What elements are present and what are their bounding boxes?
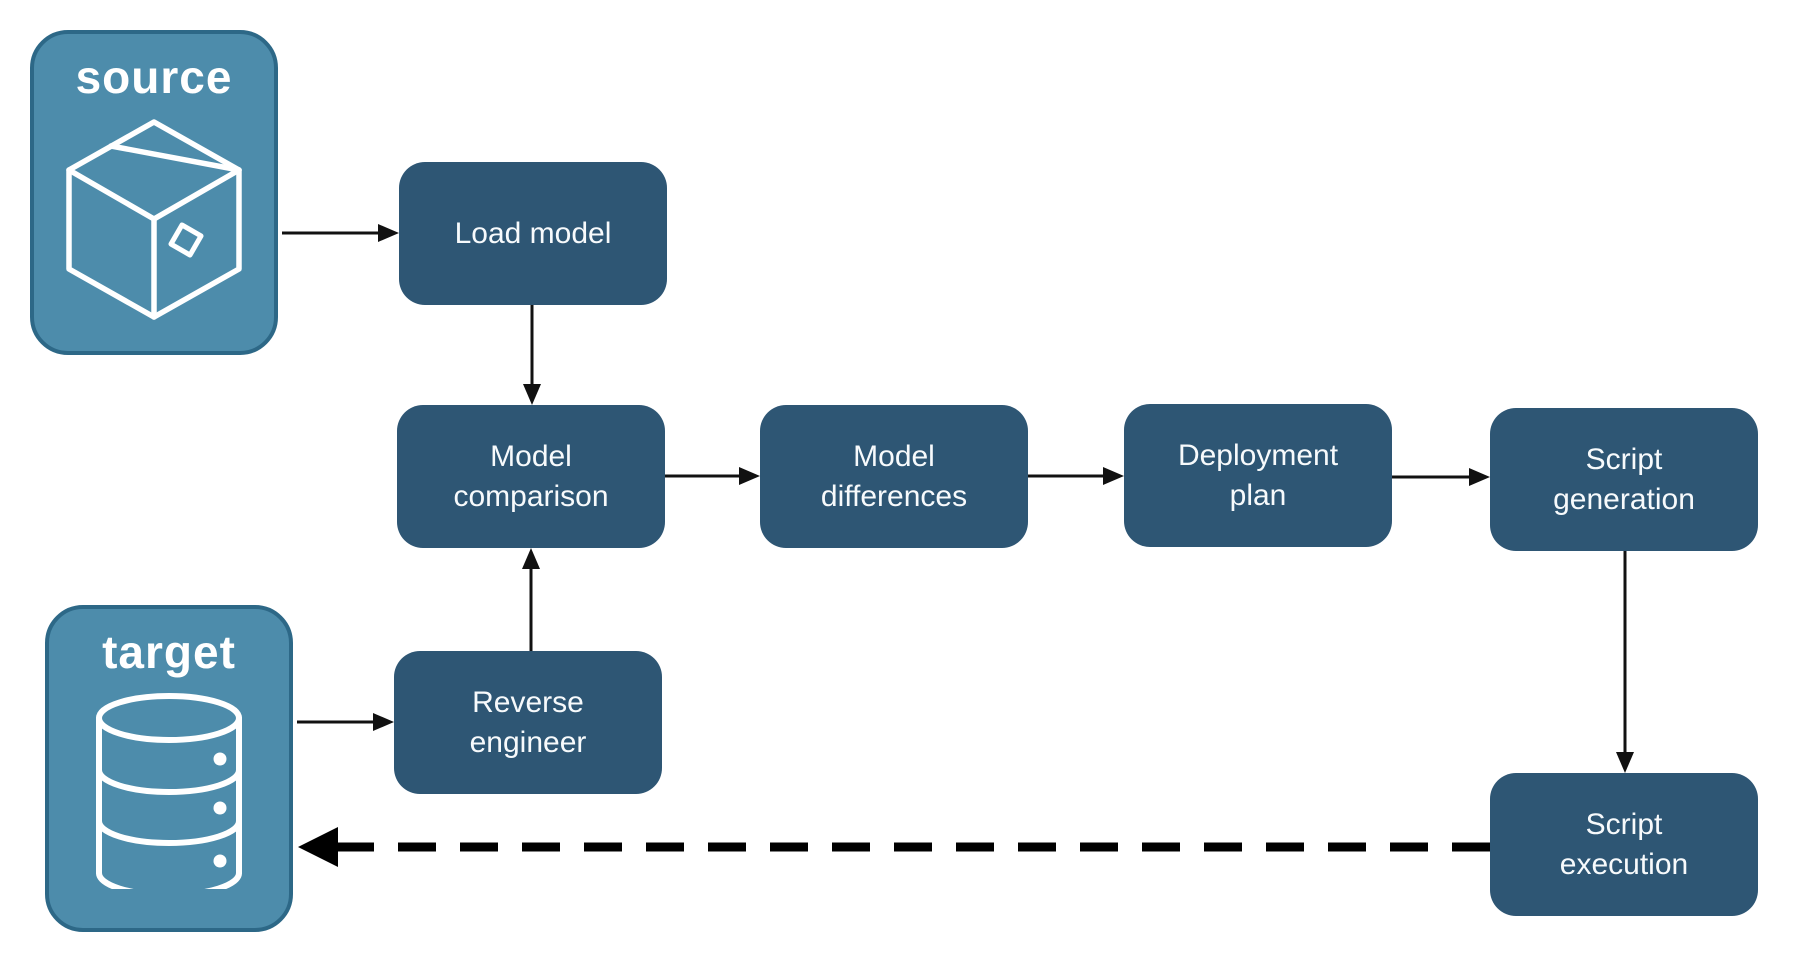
node-deployment-plan: Deployment plan — [1124, 404, 1392, 547]
arrow-model-comparison-to-model-differences — [665, 467, 760, 485]
arrow-script-execution-to-target-dashed — [298, 827, 1490, 867]
node-model-differences: Model differences — [760, 405, 1028, 548]
node-label: Deployment plan — [1177, 438, 1339, 512]
node-script-execution: Script execution — [1490, 773, 1758, 916]
target-label: target — [102, 626, 236, 678]
node-load-model: Load model — [399, 162, 667, 305]
node-label: Model differences — [820, 439, 968, 513]
arrow-source-to-load-model — [282, 224, 399, 242]
node-label: Script generation — [1553, 442, 1695, 516]
node-script-generation: Script generation — [1490, 408, 1758, 551]
node-label: Reverse engineer — [469, 685, 587, 759]
source-endpoint: source — [30, 30, 278, 355]
arrow-model-differences-to-deployment-plan — [1028, 467, 1124, 485]
arrow-reverse-engineer-to-model-comparison — [522, 548, 540, 651]
arrow-target-to-reverse-engineer — [297, 713, 394, 731]
node-label: Model comparison — [453, 439, 609, 513]
node-reverse-engineer: Reverse engineer — [394, 651, 662, 794]
arrow-deployment-plan-to-script-generation — [1392, 468, 1490, 486]
package-icon — [66, 118, 242, 325]
source-label: source — [75, 51, 233, 103]
database-icon — [96, 693, 242, 898]
arrow-load-model-to-model-comparison — [523, 305, 541, 405]
node-label: Script execution — [1559, 807, 1689, 881]
arrow-script-generation-to-script-execution — [1616, 551, 1634, 773]
node-model-comparison: Model comparison — [397, 405, 665, 548]
target-endpoint: target — [45, 605, 293, 932]
node-label: Load model — [454, 216, 612, 250]
